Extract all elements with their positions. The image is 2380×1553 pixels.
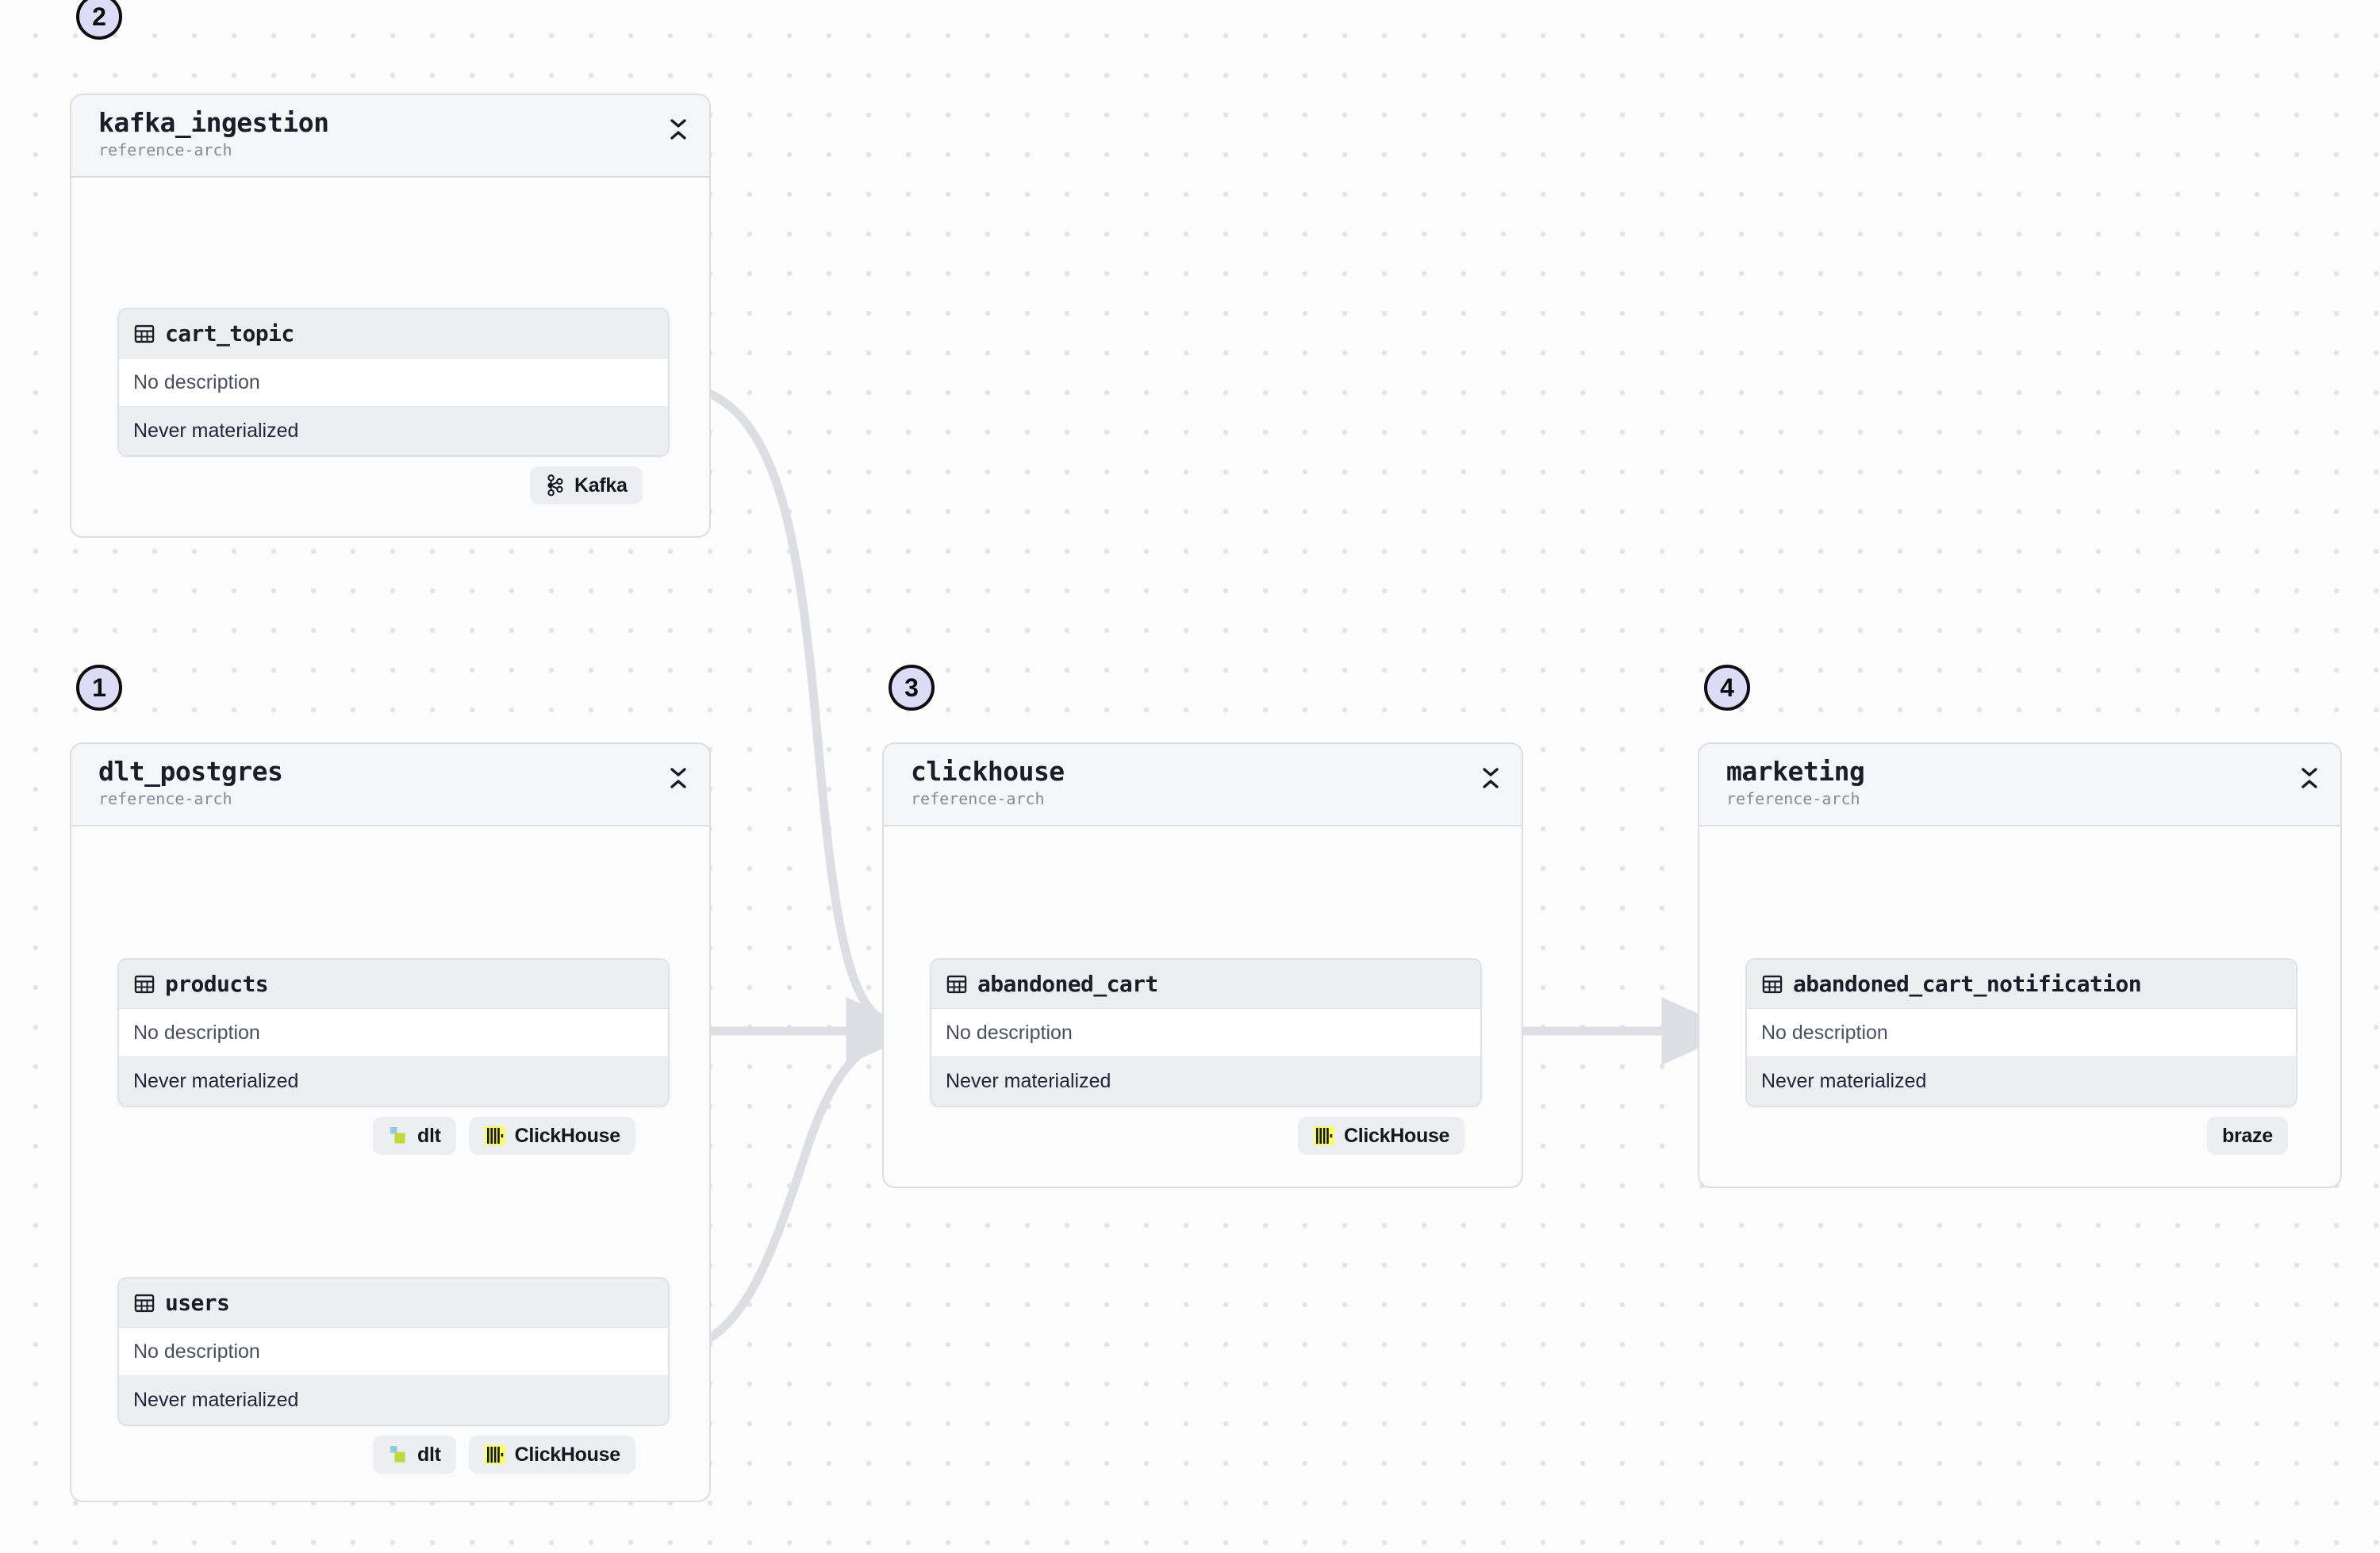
table-node-header: cart_topic: [119, 309, 668, 359]
table-node-abandoned-cart[interactable]: abandoned_cart No description Never mate…: [930, 958, 1482, 1107]
table-node-header: abandoned_cart: [931, 960, 1480, 1009]
group-subtitle: reference-arch: [98, 788, 232, 808]
tech-badge-label: braze: [2222, 1124, 2273, 1147]
tech-badge-dlt[interactable]: dlt: [373, 1117, 456, 1155]
table-node-header: products: [119, 960, 668, 1009]
table-node-status: Never materialized: [119, 1056, 668, 1106]
group-header: dlt_postgres reference-arch: [71, 744, 709, 826]
table-node-name: abandoned_cart_notification: [1793, 971, 2142, 997]
tech-badge-clickhouse[interactable]: ClickHouse: [468, 1117, 635, 1155]
step-badge-3: 3: [889, 665, 935, 711]
clickhouse-icon: [1313, 1125, 1335, 1147]
dlt-icon: [388, 1125, 409, 1146]
group-subtitle: reference-arch: [1726, 788, 1860, 808]
table-node-description: No description: [119, 1328, 668, 1375]
table-node-name: cart_topic: [165, 320, 294, 347]
table-node-name: abandoned_cart: [977, 971, 1158, 997]
table-node-cart-topic[interactable]: cart_topic No description Never material…: [117, 308, 670, 457]
dlt-icon: [388, 1444, 409, 1465]
table-node-header: users: [119, 1279, 668, 1328]
table-node-status: Never materialized: [931, 1056, 1480, 1106]
step-badge-1: 1: [76, 665, 122, 711]
tech-badge-kafka[interactable]: Kafka: [530, 466, 643, 504]
group-title: kafka_ingestion: [98, 107, 329, 138]
chevron-collapse-icon[interactable]: [1477, 763, 1504, 793]
tech-badge-dlt[interactable]: dlt: [373, 1436, 456, 1474]
tech-badge-label: dlt: [417, 1124, 441, 1147]
table-node-description: No description: [119, 1009, 668, 1056]
chevron-collapse-icon[interactable]: [665, 114, 692, 144]
group-title: clickhouse: [911, 756, 1065, 787]
table-node-users[interactable]: users No description Never materialized: [117, 1277, 670, 1426]
table-node-status: Never materialized: [1747, 1056, 2296, 1106]
group-subtitle: reference-arch: [911, 788, 1045, 808]
table-node-description: No description: [119, 359, 668, 406]
tech-badge-label: ClickHouse: [514, 1443, 620, 1466]
badge-row-notification: braze: [2207, 1117, 2288, 1155]
group-header: marketing reference-arch: [1699, 744, 2340, 826]
table-icon: [133, 973, 155, 995]
chevron-collapse-icon[interactable]: [665, 763, 692, 793]
table-node-name: users: [165, 1290, 230, 1316]
table-node-status: Never materialized: [119, 1375, 668, 1425]
table-icon: [946, 973, 968, 995]
tech-badge-clickhouse[interactable]: ClickHouse: [468, 1436, 635, 1474]
table-node-name: products: [165, 971, 269, 997]
group-header: kafka_ingestion reference-arch: [71, 95, 709, 178]
table-node-abandoned-cart-notification[interactable]: abandoned_cart_notification No descripti…: [1745, 958, 2297, 1107]
table-node-description: No description: [1747, 1009, 2296, 1056]
step-badge-4: 4: [1704, 665, 1750, 711]
clickhouse-icon: [484, 1125, 506, 1147]
table-icon: [133, 1292, 155, 1314]
badge-row-users: dlt ClickHouse: [373, 1436, 635, 1474]
table-node-status: Never materialized: [119, 406, 668, 455]
tech-badge-label: dlt: [417, 1443, 441, 1466]
table-node-products[interactable]: products No description Never materializ…: [117, 958, 670, 1107]
clickhouse-icon: [484, 1444, 506, 1466]
group-title: marketing: [1726, 756, 1865, 787]
tech-badge-label: ClickHouse: [514, 1124, 620, 1147]
table-icon: [133, 323, 155, 345]
table-icon: [1761, 973, 1783, 995]
tech-badge-clickhouse[interactable]: ClickHouse: [1298, 1117, 1465, 1155]
tech-badge-label: Kafka: [574, 474, 628, 497]
badge-row-cart-topic: Kafka: [530, 466, 643, 504]
group-title: dlt_postgres: [98, 756, 283, 787]
group-subtitle: reference-arch: [98, 140, 232, 159]
table-node-header: abandoned_cart_notification: [1747, 960, 2296, 1009]
chevron-collapse-icon[interactable]: [2296, 763, 2323, 793]
table-node-description: No description: [931, 1009, 1480, 1056]
step-badge-2: 2: [76, 0, 122, 40]
badge-row-products: dlt ClickHouse: [373, 1117, 635, 1155]
group-header: clickhouse reference-arch: [884, 744, 1522, 826]
tech-badge-label: ClickHouse: [1344, 1124, 1450, 1147]
kafka-icon: [545, 474, 566, 497]
badge-row-abandoned-cart: ClickHouse: [1298, 1117, 1465, 1155]
tech-badge-braze[interactable]: braze: [2207, 1117, 2288, 1155]
